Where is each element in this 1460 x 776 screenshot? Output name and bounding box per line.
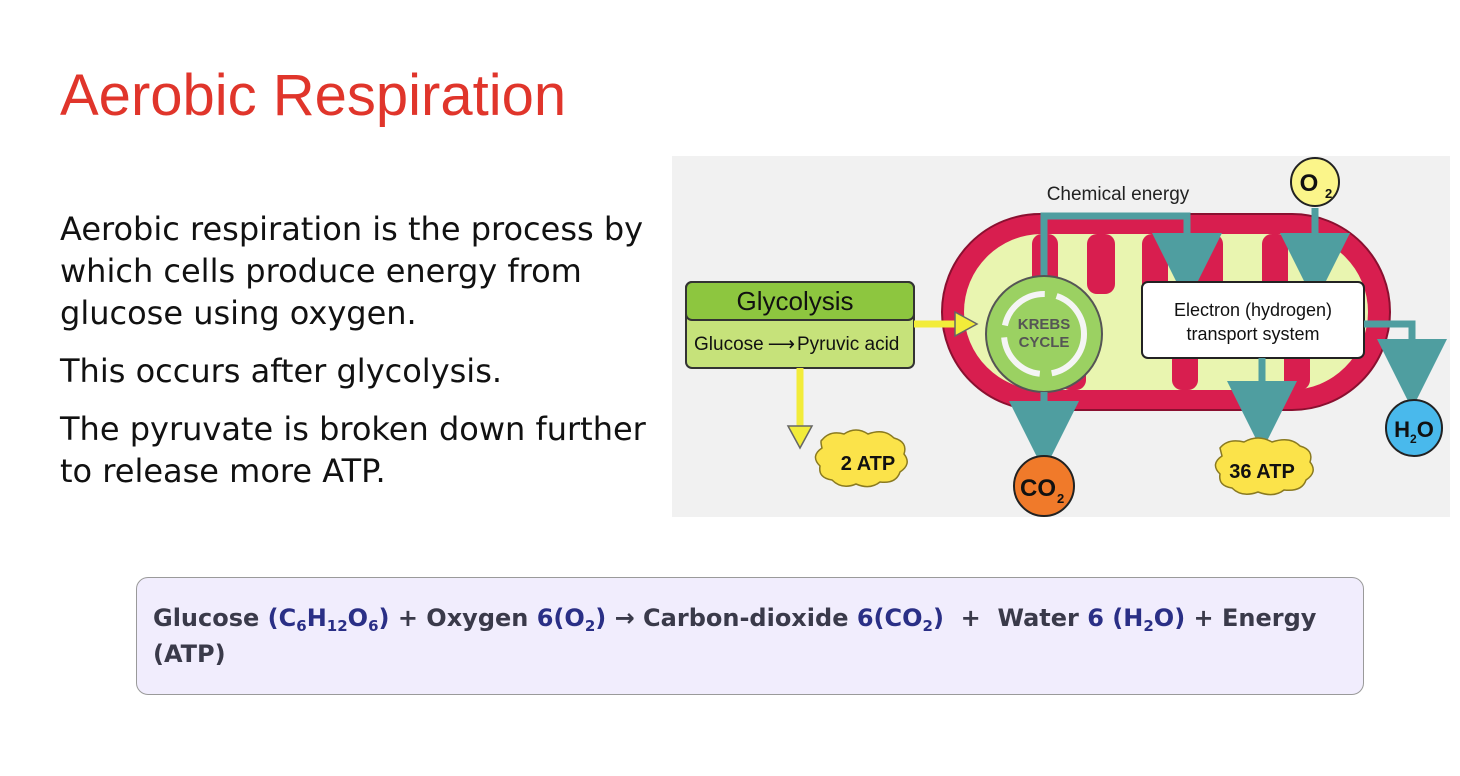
slide-body: Aerobic respiration is the process by wh…	[60, 208, 660, 508]
ets-label-line2: transport system	[1186, 324, 1319, 344]
paragraph-definition: Aerobic respiration is the process by wh…	[60, 210, 644, 332]
respiration-diagram: Chemical energy O 2 Glycolysis Glucose⟶P…	[672, 156, 1450, 517]
co2-circle	[1013, 455, 1075, 517]
o2-subscript: 2	[1325, 186, 1332, 201]
atp-glycolysis-label: 2 ATP	[841, 453, 895, 475]
atp-ets-burst	[1214, 437, 1314, 496]
paragraph-pyruvate: The pyruvate is broken down further to r…	[60, 410, 646, 490]
atp-glycolysis-burst	[814, 429, 908, 488]
co2-subscript: 2	[1057, 491, 1064, 506]
chemical-energy-label: Chemical energy	[1047, 184, 1190, 205]
glycolysis-equation: Glucose⟶Pyruvic acid	[694, 334, 899, 355]
chemical-energy-arrow	[1040, 212, 1222, 308]
eq-water-formula: 6 (H2O)	[1087, 604, 1186, 635]
h2o-label: H2O	[1394, 417, 1434, 446]
glycolysis-header	[685, 281, 915, 321]
eq-water-name: Water	[997, 604, 1079, 632]
glycolysis-to-atp-head	[786, 425, 814, 450]
eq-oxygen-formula: 6(O2)	[536, 604, 607, 635]
eq-glucose-formula: (C6H12O6)	[267, 604, 390, 635]
krebs-label-line2: CYCLE	[1019, 334, 1070, 351]
eq-glucose: Glucose	[153, 604, 260, 632]
atp-ets-label: 36 ATP	[1229, 461, 1295, 483]
glycolysis-title: Glycolysis	[736, 286, 853, 316]
slide-title: Aerobic Respiration	[60, 63, 567, 128]
eq-co2-formula: 6(CO2)	[856, 604, 944, 635]
ets-label-line1: Electron (hydrogen)	[1174, 300, 1332, 320]
respiration-diagram-svg: Chemical energy O 2 Glycolysis Glucose⟶P…	[685, 157, 1447, 517]
paragraph-after-glycolysis: This occurs after glycolysis.	[60, 352, 503, 390]
eq-plus: +	[960, 604, 981, 632]
ets-box	[1141, 281, 1365, 359]
respiration-equation: Glucose (C6H12O6) + Oxygen 6(O2) → Carbo…	[136, 577, 1364, 695]
o2-label: O	[1300, 170, 1319, 197]
eq-plus-energy: + Energy	[1193, 604, 1317, 632]
eq-atp: (ATP)	[153, 640, 226, 668]
ets-to-h2o-arrow	[1364, 320, 1447, 409]
glycolysis-to-krebs-head	[954, 310, 979, 338]
eq-co2-name: Carbon-dioxide	[643, 604, 849, 632]
krebs-cycle-icon	[1001, 291, 1087, 377]
eq-arrow: →	[614, 604, 635, 632]
h2o-circle	[1385, 399, 1443, 457]
o2-circle	[1290, 157, 1340, 207]
eq-plus-oxygen: + Oxygen	[397, 604, 529, 632]
krebs-label-line1: KREBS	[1018, 316, 1071, 333]
co2-label: CO	[1020, 475, 1056, 502]
